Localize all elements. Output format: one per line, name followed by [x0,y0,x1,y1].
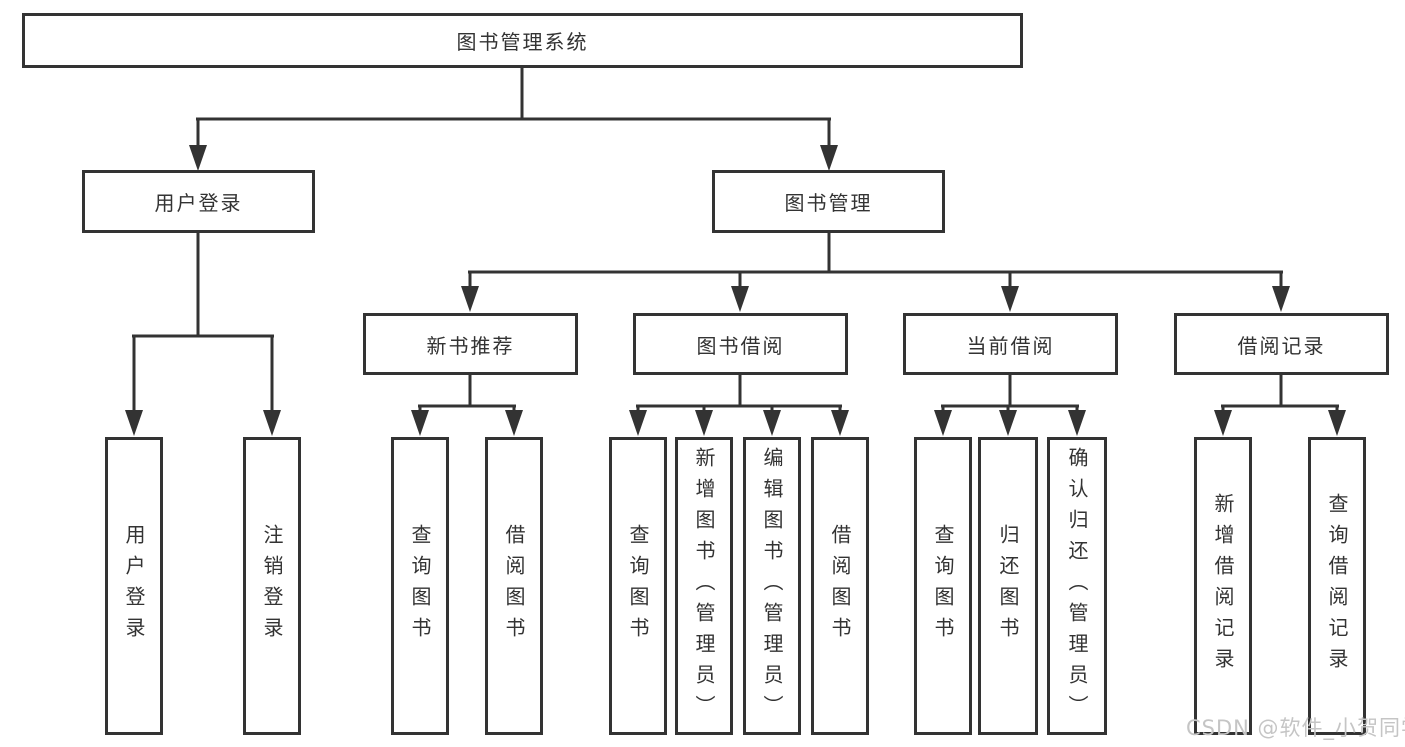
node-label: 用户登录 [154,191,243,215]
connector-root-split [189,68,838,171]
leaf-label: 新增图书（管理员） [692,446,716,726]
arrowhead-down-icon [934,410,952,436]
leaf-label: 借阅图书 [828,524,852,648]
arrowhead-down-icon [189,145,207,171]
arrowhead-down-icon [1328,410,1346,436]
leaf-logout: 注销登录 [243,437,301,735]
arrowhead-down-icon [999,410,1017,436]
arrowhead-down-icon [763,410,781,436]
arrowhead-down-icon [1272,286,1290,312]
leaf-edit-book-admin: 编辑图书（管理员） [743,437,801,735]
leaf-user-login: 用户登录 [105,437,163,735]
node-label: 新书推荐 [426,333,515,358]
leaf-label: 确认归还（管理员） [1065,446,1089,726]
connector-book-management-split [461,233,1290,312]
leaf-return-book: 归还图书 [978,437,1038,735]
leaf-add-book-admin: 新增图书（管理员） [675,437,733,735]
leaf-label: 新增借阅记录 [1211,493,1235,679]
leaf-borrow-books-recommend: 借阅图书 [485,437,543,735]
node-root: 图书管理系统 [22,13,1023,68]
arrowhead-down-icon [1068,410,1086,436]
arrowhead-down-icon [831,410,849,436]
node-label: 当前借阅 [966,333,1055,358]
arrowhead-down-icon [731,286,749,312]
leaf-add-borrow-record: 新增借阅记录 [1194,437,1252,735]
leaf-borrow-books: 借阅图书 [811,437,869,735]
leaf-label: 编辑图书（管理员） [760,446,784,726]
arrowhead-down-icon [461,286,479,312]
leaf-query-books-recommend: 查询图书 [391,437,449,735]
node-borrow-records: 借阅记录 [1174,313,1389,375]
leaf-label: 注销登录 [260,524,284,648]
watermark: CSDN @软件_小贺同学 [1186,716,1405,740]
leaf-label: 查询图书 [931,524,955,648]
node-label: 图书借阅 [696,333,785,358]
arrowhead-down-icon [629,410,647,436]
leaf-label: 借阅图书 [502,524,526,648]
leaf-label: 归还图书 [996,524,1020,648]
arrowhead-down-icon [1001,286,1019,312]
leaf-label: 用户登录 [122,524,146,648]
node-root-label: 图书管理系统 [456,30,589,54]
node-label: 借阅记录 [1237,333,1326,358]
leaf-query-borrow-record: 查询借阅记录 [1308,437,1366,735]
connector-current-borrow-split [934,375,1086,436]
leaf-label: 查询图书 [626,524,650,648]
leaf-confirm-return-admin: 确认归还（管理员） [1047,437,1107,735]
node-label: 图书管理 [784,191,873,215]
leaf-query-books-borrow: 查询图书 [609,437,667,735]
leaf-query-books-current: 查询图书 [914,437,972,735]
connector-user-login-split [125,233,281,436]
node-book-borrow: 图书借阅 [633,313,848,375]
leaf-label: 查询借阅记录 [1325,493,1349,679]
node-current-borrow: 当前借阅 [903,313,1118,375]
connector-new-book-split [411,375,523,436]
arrowhead-down-icon [820,145,838,171]
arrowhead-down-icon [263,410,281,436]
connector-borrow-record-split [1214,375,1346,436]
connector-book-borrow-split [629,375,849,436]
node-book-management: 图书管理 [712,170,945,233]
arrowhead-down-icon [1214,410,1232,436]
node-new-book-recommend: 新书推荐 [363,313,578,375]
arrowhead-down-icon [411,410,429,436]
node-user-login: 用户登录 [82,170,315,233]
arrowhead-down-icon [505,410,523,436]
arrowhead-down-icon [125,410,143,436]
leaf-label: 查询图书 [408,524,432,648]
arrowhead-down-icon [695,410,713,436]
